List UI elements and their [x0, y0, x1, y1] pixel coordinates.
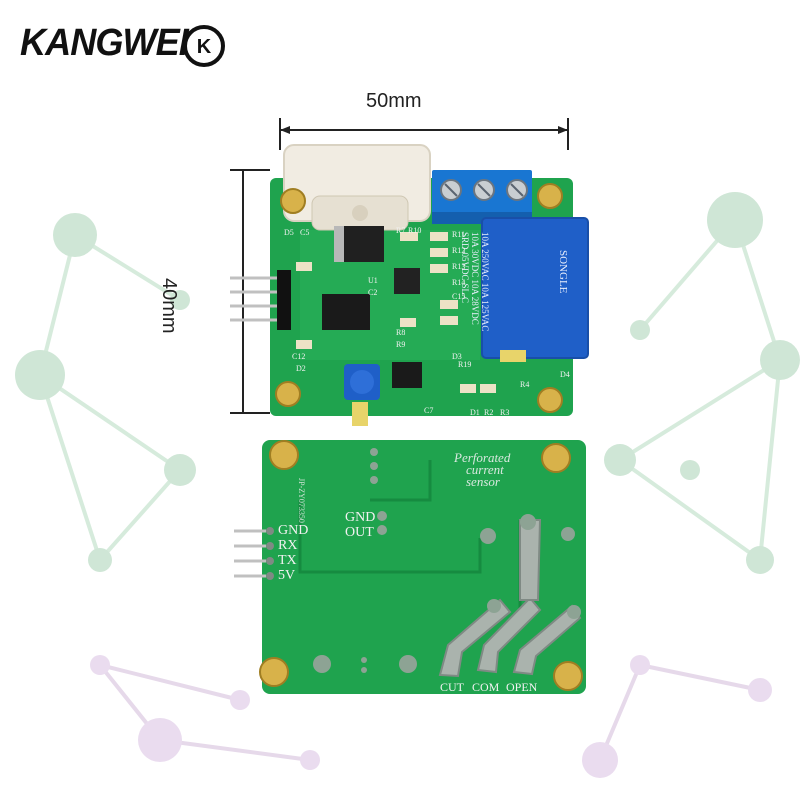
brand-badge-icon: K: [183, 25, 225, 67]
terminal-block: [432, 170, 532, 224]
width-dimension-label: 50mm: [366, 90, 422, 112]
sensor-description: Perforated current sensor: [454, 450, 511, 489]
sensor-text-line: Perforated: [454, 450, 511, 465]
op-amp-chip: [392, 362, 422, 388]
front-header-pins: [230, 270, 291, 330]
component-label: R2: [484, 408, 494, 417]
relay-rating-line: 10A 30VDC 10A 28VDC: [470, 232, 480, 325]
component-label: C7: [424, 406, 434, 415]
back-header-pins: [234, 527, 274, 580]
board-code: JP-ZY073350: [297, 478, 306, 523]
component-label: D2: [296, 364, 306, 373]
relay-rating-line: 10A 250VAC 10A 125VAC: [480, 232, 490, 332]
relay: [481, 217, 589, 362]
relay-terminal-traces: [438, 519, 582, 678]
sensor-text-line: current: [466, 462, 504, 477]
component-label: R3: [500, 408, 510, 417]
component-label: D1: [470, 408, 480, 417]
component-label: C2: [368, 288, 378, 297]
component-label: R10: [408, 226, 422, 235]
component-label: R14: [452, 278, 466, 287]
component-label: R8: [396, 328, 406, 337]
mounting-posts: [275, 183, 563, 413]
pin-label-rx: RX: [278, 538, 298, 553]
pin-label-tx: TX: [278, 553, 297, 568]
back-mounting-posts: [259, 440, 583, 691]
component-label: R19: [458, 360, 472, 369]
component-label: D4: [560, 370, 570, 379]
component-label: C5: [300, 228, 310, 237]
terminal-label-cut: CUT: [440, 680, 464, 694]
jumper-label-out: OUT: [345, 525, 374, 540]
component-label: C15: [452, 292, 466, 301]
component-label: R9: [396, 340, 406, 349]
jumper-label-gnd: GND: [345, 510, 376, 525]
component-label: R12: [452, 246, 466, 255]
pin-label-5v: 5V: [278, 568, 296, 583]
sensor-ic: [394, 268, 420, 294]
solder-pads: [313, 448, 581, 673]
pin-label-gnd: GND: [278, 523, 309, 538]
terminal-label-com: COM: [472, 680, 500, 694]
component-label: R11: [452, 230, 466, 239]
voltage-regulator: [334, 226, 384, 262]
mcu-chip: [322, 294, 370, 330]
component-label: D3: [452, 352, 462, 361]
component-label: D5: [284, 228, 294, 237]
smd-components: [296, 232, 496, 393]
brand-logo: KANGWEI: [20, 22, 189, 64]
component-label: R4: [520, 380, 530, 389]
component-label: U1: [368, 276, 378, 285]
component-label: C12: [292, 352, 306, 361]
sensor-text-line: sensor: [466, 474, 500, 489]
relay-brand: SONGLE: [557, 250, 569, 294]
brand-badge-letter: K: [197, 36, 212, 58]
terminal-label-open: OPEN: [506, 680, 538, 694]
component-label: R13: [452, 262, 466, 271]
component-label: R7: [396, 226, 406, 235]
